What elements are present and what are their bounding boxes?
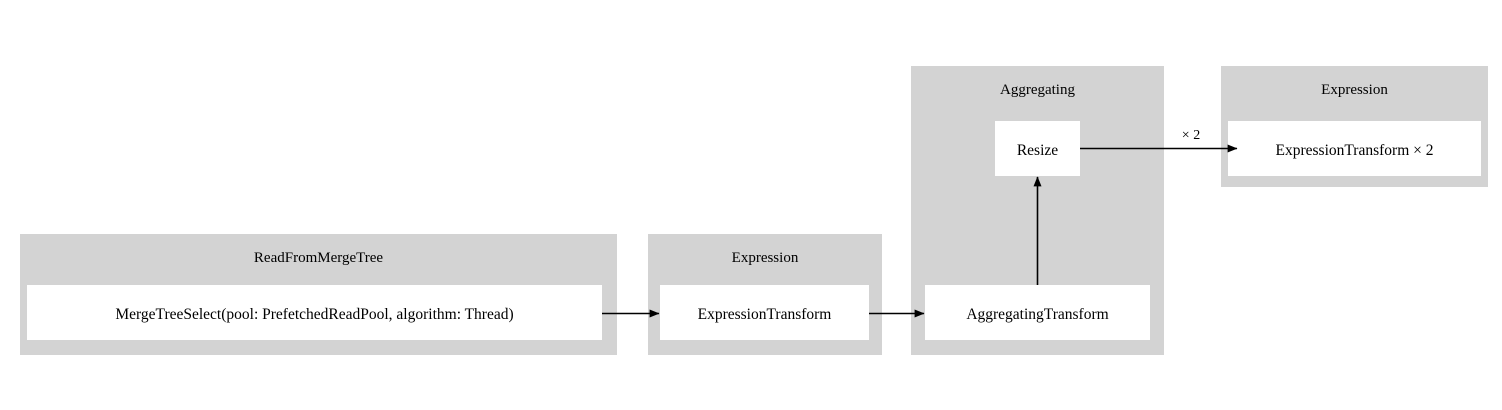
edge-label: × 2 (1182, 128, 1200, 143)
cluster-title: Aggregating (1000, 82, 1075, 98)
node-label: AggregatingTransform (966, 306, 1108, 323)
cluster-expression-1[interactable]: Expression ExpressionTransform (648, 234, 882, 355)
node-label: ExpressionTransform (698, 306, 832, 323)
node-label: Resize (1017, 142, 1058, 159)
node-label: ExpressionTransform × 2 (1276, 142, 1434, 159)
node-background (995, 121, 1080, 176)
node-expression-transform-x2[interactable]: ExpressionTransform × 2 (1228, 121, 1481, 176)
node-background (1228, 121, 1481, 176)
edge-resize-to-expression-transform-x2[interactable]: × 2 (1080, 128, 1238, 153)
node-merge-tree-select[interactable]: MergeTreeSelect(pool: PrefetchedReadPool… (27, 285, 602, 340)
cluster-title: Expression (732, 250, 799, 266)
node-background (660, 285, 869, 340)
node-resize[interactable]: Resize (995, 121, 1080, 176)
node-label: MergeTreeSelect(pool: PrefetchedReadPool… (115, 306, 513, 323)
cluster-title: ReadFromMergeTree (254, 250, 383, 266)
node-background (27, 285, 602, 340)
node-expression-transform[interactable]: ExpressionTransform (660, 285, 869, 340)
cluster-title: Expression (1321, 82, 1388, 98)
cluster-read-from-merge-tree[interactable]: ReadFromMergeTree MergeTreeSelect(pool: … (20, 234, 617, 355)
cluster-expression-2[interactable]: Expression ExpressionTransform × 2 (1221, 66, 1488, 187)
node-background (925, 285, 1150, 340)
node-aggregating-transform[interactable]: AggregatingTransform (925, 285, 1150, 340)
